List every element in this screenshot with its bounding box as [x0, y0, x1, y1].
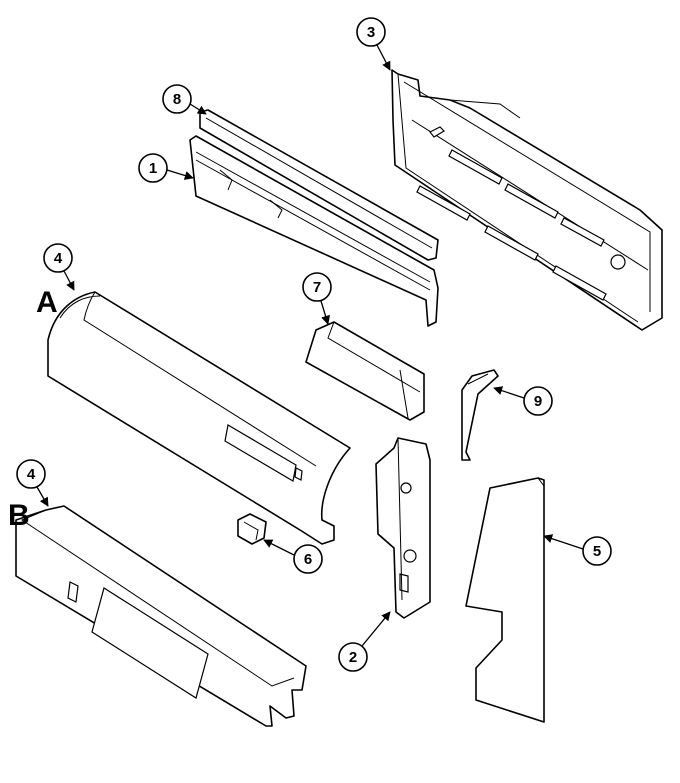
- variant-label-a: A: [36, 286, 58, 319]
- callout-5: 5: [543, 534, 612, 566]
- callout-8: 8: [162, 84, 207, 115]
- svg-text:4: 4: [27, 466, 36, 483]
- svg-text:7: 7: [313, 279, 321, 296]
- callout-2: 2: [338, 611, 391, 672]
- part-9-clip: [461, 369, 499, 461]
- svg-text:4: 4: [54, 250, 63, 267]
- callout-6: 6: [263, 539, 323, 574]
- svg-text:9: 9: [534, 393, 542, 410]
- part-7-timer: [305, 321, 425, 421]
- svg-text:3: 3: [367, 24, 375, 41]
- svg-text:8: 8: [173, 91, 181, 108]
- part-8-trim-strip: [199, 109, 439, 261]
- callout-1: 1: [138, 153, 194, 183]
- part-4b-backguard: [15, 505, 307, 727]
- svg-text:5: 5: [593, 543, 601, 560]
- callout-7: 7: [302, 272, 332, 325]
- svg-text:1: 1: [149, 160, 157, 177]
- callout-3: 3: [356, 17, 391, 71]
- part-3-back-panel: [391, 69, 663, 331]
- part-2-side-bracket: [375, 437, 431, 619]
- svg-text:6: 6: [304, 551, 312, 568]
- callout-9: 9: [493, 386, 553, 416]
- part-6-switch: [237, 513, 267, 545]
- variant-label-b: B: [8, 499, 30, 532]
- part-1-panel-bracket: [189, 135, 439, 327]
- callout-4-a: 4: [43, 243, 75, 291]
- part-4a-backguard: [47, 291, 351, 545]
- svg-text:2: 2: [349, 649, 357, 666]
- part-5-end-cap: [465, 477, 545, 723]
- callout-4-b: 4: [16, 459, 49, 507]
